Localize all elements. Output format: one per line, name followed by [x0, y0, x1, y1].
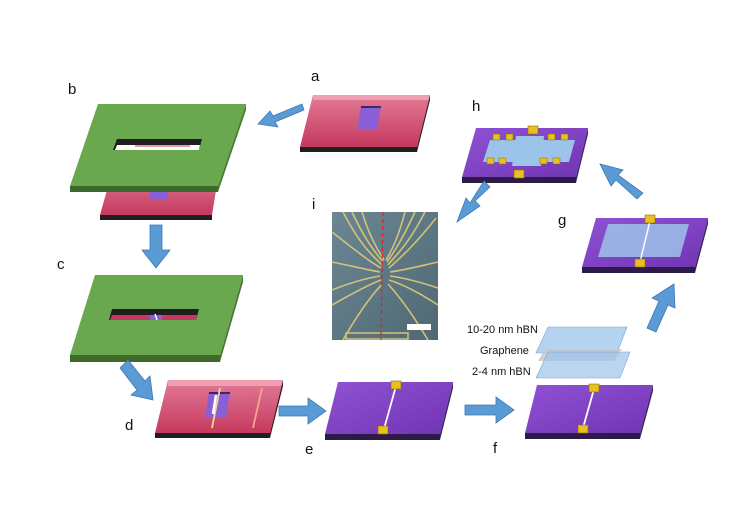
layer-label-top-hbn: 10-20 nm hBN [467, 324, 538, 336]
panel-label-f: f [493, 440, 498, 457]
panel-label-d: d [125, 417, 134, 434]
panel-g-chip [582, 214, 708, 273]
process-arrows [119, 103, 676, 425]
panel-f-chip [525, 383, 653, 439]
panel-h-device [462, 125, 588, 183]
panel-i-micrograph [331, 211, 439, 341]
panel-i-gate-lines [331, 211, 439, 341]
panel-e-contact-bottom [377, 425, 389, 435]
arrow-c-to-d [119, 359, 154, 401]
arrow-g-to-h [599, 163, 644, 200]
panel-label-b: b [68, 81, 77, 98]
panel-e-contact-top [390, 380, 402, 390]
panel-d-substrate [155, 380, 283, 438]
arrow-h-to-i [456, 180, 491, 224]
arrow-d-to-e [278, 397, 327, 425]
panel-label-i: i [312, 196, 316, 213]
panel-c-mask [70, 275, 243, 362]
panel-a-substrate [300, 95, 430, 152]
arrow-a-to-b [257, 103, 305, 128]
panel-b-stack [70, 104, 246, 220]
panel-e-chip [325, 380, 453, 440]
panel-i-scale-bar [407, 324, 431, 330]
layer-label-bottom-hbn: 2-4 nm hBN [472, 366, 531, 378]
panel-g-hbn-stack [598, 224, 689, 257]
panel-label-h: h [472, 98, 481, 115]
layer-bottom-hbn [535, 351, 631, 379]
panel-label-g: g [558, 212, 567, 229]
panel-label-a: a [311, 68, 320, 85]
panel-label-c: c [57, 256, 65, 273]
panel-f-layers [535, 326, 631, 379]
layer-label-graphene: Graphene [480, 345, 529, 357]
arrow-b-to-c [141, 224, 171, 269]
panel-a-window [357, 106, 381, 130]
panel-label-e: e [305, 441, 314, 458]
panel-i-cut-line [380, 211, 384, 341]
arrow-f-to-g [646, 283, 676, 333]
arrow-e-to-f [464, 396, 515, 424]
